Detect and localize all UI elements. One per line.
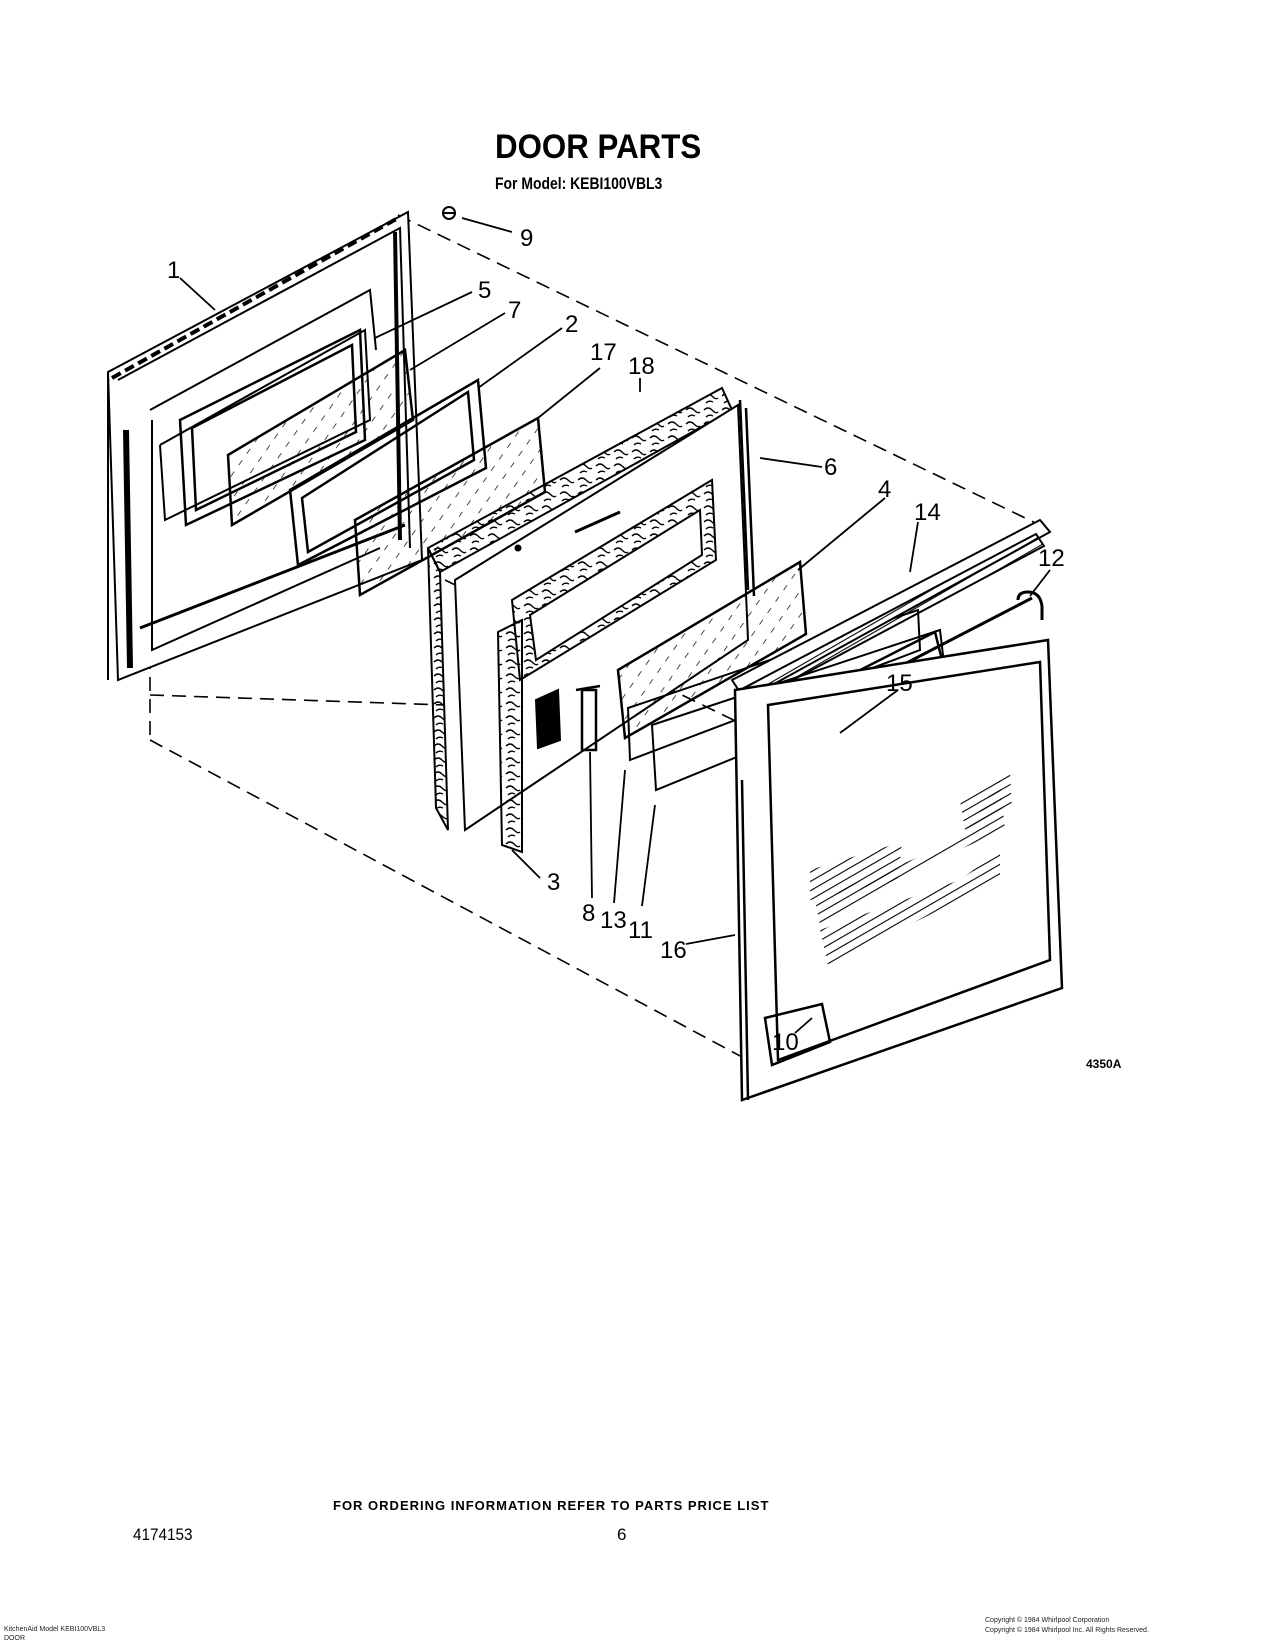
glass-pane-4 [616,559,808,741]
callout-labels: 1 9 5 7 2 17 18 6 4 14 12 15 3 8 13 11 1… [167,225,1065,1056]
copyright-line-1: Copyright © 1984 Whirlpool Corporation [985,1617,1110,1624]
bracket-8 [575,684,601,752]
callout-12: 12 [1038,545,1065,572]
document-number: 4174153 [133,1525,193,1544]
callout-15: 15 [886,670,913,697]
page-title: DOOR PARTS [495,128,702,166]
callout-7: 7 [508,297,521,324]
page-number: 6 [617,1525,627,1544]
model-stamp-line-1: KitchenAid Model KEBI100VBL3 [4,1626,106,1633]
callout-6: 6 [824,454,837,481]
callout-3: 3 [547,869,560,896]
callout-17: 17 [590,339,617,366]
diagram-reference-code: 4350A [1086,1057,1122,1071]
callout-18: 18 [628,353,655,380]
callout-11: 11 [628,917,653,944]
callout-4: 4 [878,476,891,503]
ordering-info-note: FOR ORDERING INFORMATION REFER TO PARTS … [333,1498,770,1513]
side-trim-6 [738,399,756,597]
callout-9: 9 [520,225,533,252]
screw-9 [442,206,456,220]
callout-8: 8 [582,900,595,927]
leader-lines [179,217,1051,1034]
copyright-line-2: Copyright © 1984 Whirlpool Inc. All Righ… [985,1627,1149,1634]
top-trim-14 [730,518,1052,706]
door-inner-panel [453,403,750,854]
callout-5: 5 [478,277,491,304]
model-stamp-line-2: DOOR [4,1635,25,1642]
callout-10: 10 [772,1029,799,1056]
callout-16: 16 [660,937,687,964]
callout-1: 1 [167,257,180,284]
model-subtitle: For Model: KEBI100VBL3 [495,174,663,193]
callout-13: 13 [600,907,627,934]
glass-pane-7 [226,347,415,528]
callout-2: 2 [565,311,578,338]
outer-door-panel [733,638,1064,1102]
callout-14: 14 [914,499,941,526]
